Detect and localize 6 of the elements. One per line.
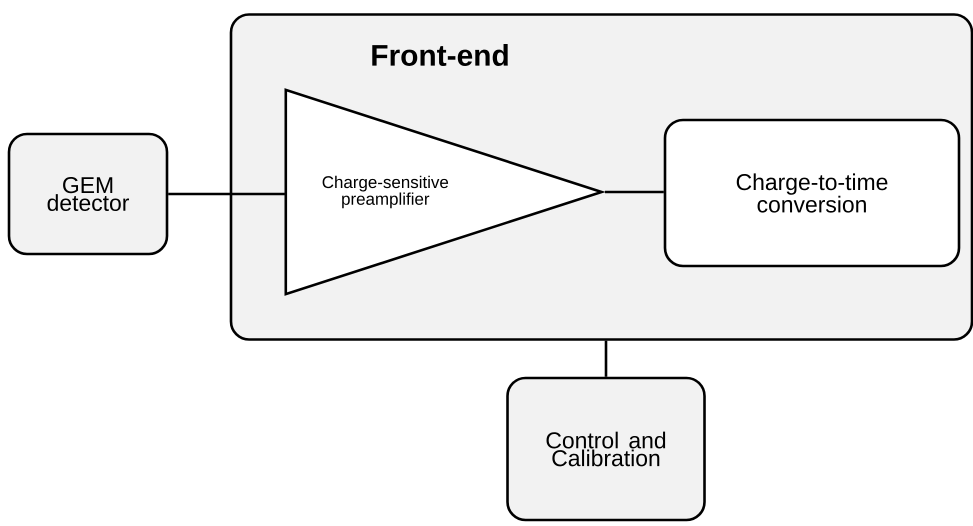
control-box: Control and Calibration <box>506 376 706 522</box>
connector-line <box>604 340 608 377</box>
conversion-box: Charge-to-time conversion <box>664 118 960 268</box>
connector-line <box>605 190 664 194</box>
detector-box: GEM detector <box>8 132 168 256</box>
connector-line <box>168 192 284 196</box>
